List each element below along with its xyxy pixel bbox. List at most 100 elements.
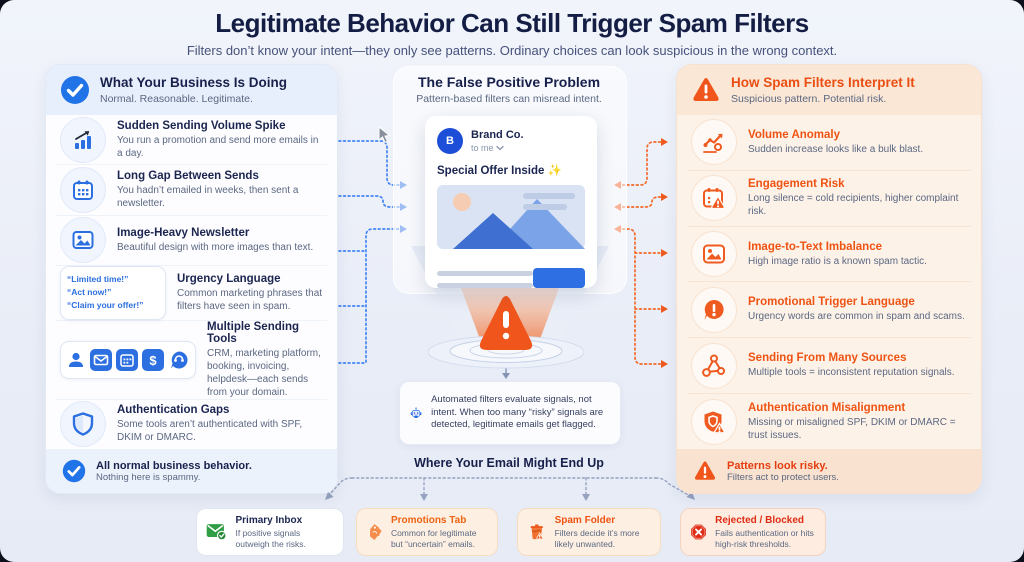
- item-image-imbalance: Image-to-Text Imbalance High image ratio…: [687, 227, 971, 283]
- header: Legitimate Behavior Can Still Trigger Sp…: [0, 8, 1024, 58]
- quote-line: “Act now!”: [67, 287, 112, 298]
- left-footer-desc: Nothing here is spammy.: [96, 471, 201, 483]
- item-title: Engagement Risk: [748, 178, 845, 191]
- right-panel-footer: Patterns look risky. Filters act to prot…: [677, 449, 981, 493]
- stop-x-icon: [691, 524, 706, 540]
- envelope-icon: [90, 348, 112, 371]
- helpdesk-icon: [171, 351, 188, 369]
- email-preview-card: B Brand Co. to me Special Offer Inside ✨: [425, 116, 597, 288]
- left-panel-footer: All normal business behavior. Nothing he…: [46, 449, 337, 493]
- item-auth-misalignment: Authentication Misalignment Missing or m…: [687, 394, 971, 449]
- item-engagement-risk: Engagement Risk Long silence = cold reci…: [687, 171, 971, 227]
- check-circle-icon: [61, 76, 89, 104]
- destination-promotions-tab: Promotions Tab Common for legitimate but…: [356, 508, 498, 556]
- item-title: Volume Anomaly: [748, 128, 841, 141]
- item-desc: Some tools aren’t authenticated with SPF…: [117, 419, 303, 444]
- item-desc: Beautiful design with more images than t…: [117, 241, 314, 253]
- item-title: Multiple Sending Tools: [207, 320, 299, 345]
- email-subject: Special Offer Inside ✨: [437, 165, 562, 177]
- promo-tag-icon: [369, 524, 382, 541]
- destination-desc: If positive signals outweigh the risks.: [235, 527, 306, 549]
- warning-triangle-icon: [693, 78, 719, 101]
- left-panel-items: Sudden Sending Volume Spike You run a pr…: [46, 115, 337, 449]
- destination-title: Spam Folder: [554, 514, 616, 526]
- item-desc: Missing or misaligned SPF, DKIM or DMARC…: [748, 416, 956, 441]
- item-image-heavy: Image-Heavy Newsletter Beautiful design …: [56, 216, 327, 267]
- center-title: The False Positive Problem: [417, 74, 601, 90]
- item-desc: Multiple tools = inconsistent reputation…: [748, 367, 955, 379]
- page-title: Legitimate Behavior Can Still Trigger Sp…: [215, 8, 809, 38]
- destination-title: Promotions Tab: [390, 514, 467, 526]
- person-icon: [69, 352, 83, 367]
- left-panel-title: What Your Business Is Doing: [100, 75, 288, 91]
- gray-dashed-distribution: [327, 477, 691, 497]
- network-nodes-icon: [691, 342, 737, 389]
- sender-name: Brand Co.: [471, 129, 524, 142]
- shield-icon: [60, 401, 106, 448]
- image-icon: [60, 217, 106, 264]
- right-panel-items: Volume Anomaly Sudden increase looks lik…: [677, 115, 981, 449]
- bar-chart-growth-icon: [60, 116, 106, 163]
- item-title: Promotional Trigger Language: [748, 296, 915, 309]
- destination-primary-inbox: Primary Inbox If positive signals outwei…: [196, 508, 344, 556]
- destination-spam-folder: Spam Folder Filters decide it’s more lik…: [517, 508, 661, 556]
- item-authentication-gaps: Authentication Gaps Some tools aren’t au…: [56, 400, 327, 449]
- sender-avatar: B: [437, 128, 463, 154]
- right-footer-desc: Filters act to protect users.: [727, 471, 839, 483]
- item-multiple-tools: $ Multiple Sending Tools CRM, marketing …: [56, 321, 327, 400]
- item-desc: You hadn’t emailed in weeks, then sent a…: [117, 185, 299, 210]
- destination-title: Primary Inbox: [235, 514, 303, 526]
- item-desc: Long silence = cold recipients, higher c…: [748, 193, 959, 218]
- item-many-sources: Sending From Many Sources Multiple tools…: [687, 338, 971, 395]
- calendar-icon: [60, 167, 106, 214]
- destination-rejected-blocked: Rejected / Blocked Fails authentication …: [680, 508, 826, 556]
- destination-desc: Common for legitimate but “uncertain” em…: [390, 527, 477, 549]
- right-panel: How Spam Filters Interpret It Suspicious…: [676, 64, 982, 494]
- item-urgency-language: “Limited time!” “Act now!” “Claim your o…: [56, 266, 327, 321]
- item-volume-spike: Sudden Sending Volume Spike You run a pr…: [56, 115, 327, 166]
- item-desc: CRM, marketing platform, booking, invoic…: [207, 347, 321, 398]
- item-volume-anomaly: Volume Anomaly Sudden increase looks lik…: [687, 115, 971, 171]
- robot-icon: [410, 407, 422, 418]
- quote-line: “Limited time!”: [67, 274, 129, 285]
- sending-tools-icons: $: [60, 340, 196, 379]
- right-panel-title: How Spam Filters Interpret It: [731, 75, 915, 91]
- inbox-check-icon: [206, 524, 227, 541]
- destination-title: Rejected / Blocked: [715, 514, 805, 526]
- volume-anomaly-icon: [691, 119, 737, 166]
- warning-triangle-icon: [479, 296, 533, 350]
- quote-line: “Claim your offer!”: [67, 300, 144, 311]
- center-panel-header: The False Positive Problem Pattern-based…: [380, 74, 638, 105]
- image-warning-icon: [691, 231, 737, 278]
- email-cta-button[interactable]: [533, 268, 585, 288]
- mouse-cursor: [378, 126, 391, 144]
- item-desc: Sudden increase looks like a bulk blast.: [748, 143, 924, 155]
- check-circle-icon: [62, 459, 86, 483]
- destination-desc: Filters decide it’s more likely unwanted…: [554, 527, 640, 549]
- filter-note-text: Automated filters evaluate signals, not …: [431, 393, 604, 431]
- item-title: Authentication Misalignment: [748, 401, 906, 414]
- dollar-icon: $: [142, 348, 164, 371]
- shield-warning-icon: [691, 398, 737, 445]
- item-title: Image-to-Text Imbalance: [748, 240, 882, 253]
- left-panel: What Your Business Is Doing Normal. Reas…: [45, 64, 338, 494]
- center-subtitle: Pattern-based filters can misread intent…: [416, 93, 602, 105]
- item-title: Urgency Language: [177, 272, 281, 285]
- email-text-lines: [437, 264, 533, 288]
- booking-calendar-icon: [116, 348, 138, 371]
- svg-text:$: $: [149, 353, 157, 368]
- automated-filter-note: Automated filters evaluate signals, not …: [399, 381, 621, 445]
- left-panel-header: What Your Business Is Doing Normal. Reas…: [46, 65, 337, 115]
- item-title: Image-Heavy Newsletter: [117, 226, 250, 239]
- gray-arrowheads: [325, 491, 695, 501]
- right-panel-subtitle: Suspicious pattern. Potential risk.: [731, 92, 887, 105]
- email-hero-image: [437, 185, 585, 249]
- right-footer-title: Patterns look risky.: [727, 459, 828, 472]
- item-long-gap: Long Gap Between Sends You hadn’t emaile…: [56, 165, 327, 216]
- left-footer-title: All normal business behavior.: [96, 459, 252, 472]
- item-desc: Urgency words are common in spam and sca…: [748, 311, 965, 323]
- recipient-label: to me: [471, 142, 494, 153]
- destinations-heading: Where Your Email Might End Up: [414, 456, 604, 470]
- item-desc: Common marketing phrases that filters ha…: [177, 287, 323, 312]
